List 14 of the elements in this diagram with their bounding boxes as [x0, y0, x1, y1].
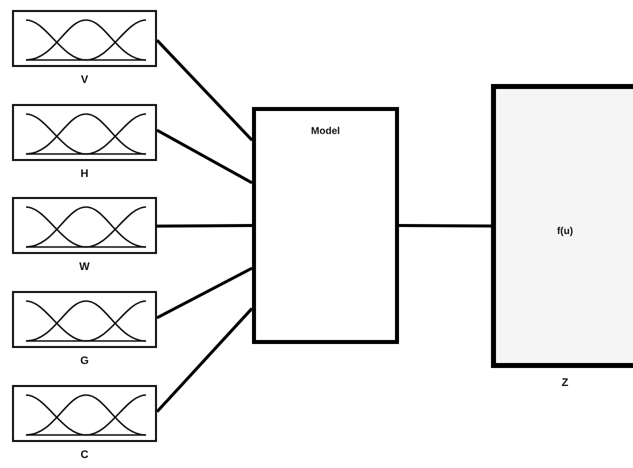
- connector-line: [156, 266, 253, 320]
- connector-line: [156, 128, 253, 184]
- input-label: W: [78, 261, 91, 273]
- connector-line: [156, 307, 254, 413]
- input-label: H: [80, 168, 90, 180]
- input-label: C: [80, 449, 90, 461]
- connector-line: [398, 224, 492, 228]
- connector-line: [156, 224, 252, 228]
- connector-line: [156, 39, 254, 142]
- input-label: V: [80, 74, 90, 86]
- input-label: G: [79, 355, 90, 367]
- output-label: Z: [560, 377, 570, 389]
- block-label: f(u): [556, 226, 574, 237]
- block-label: Model: [310, 126, 341, 137]
